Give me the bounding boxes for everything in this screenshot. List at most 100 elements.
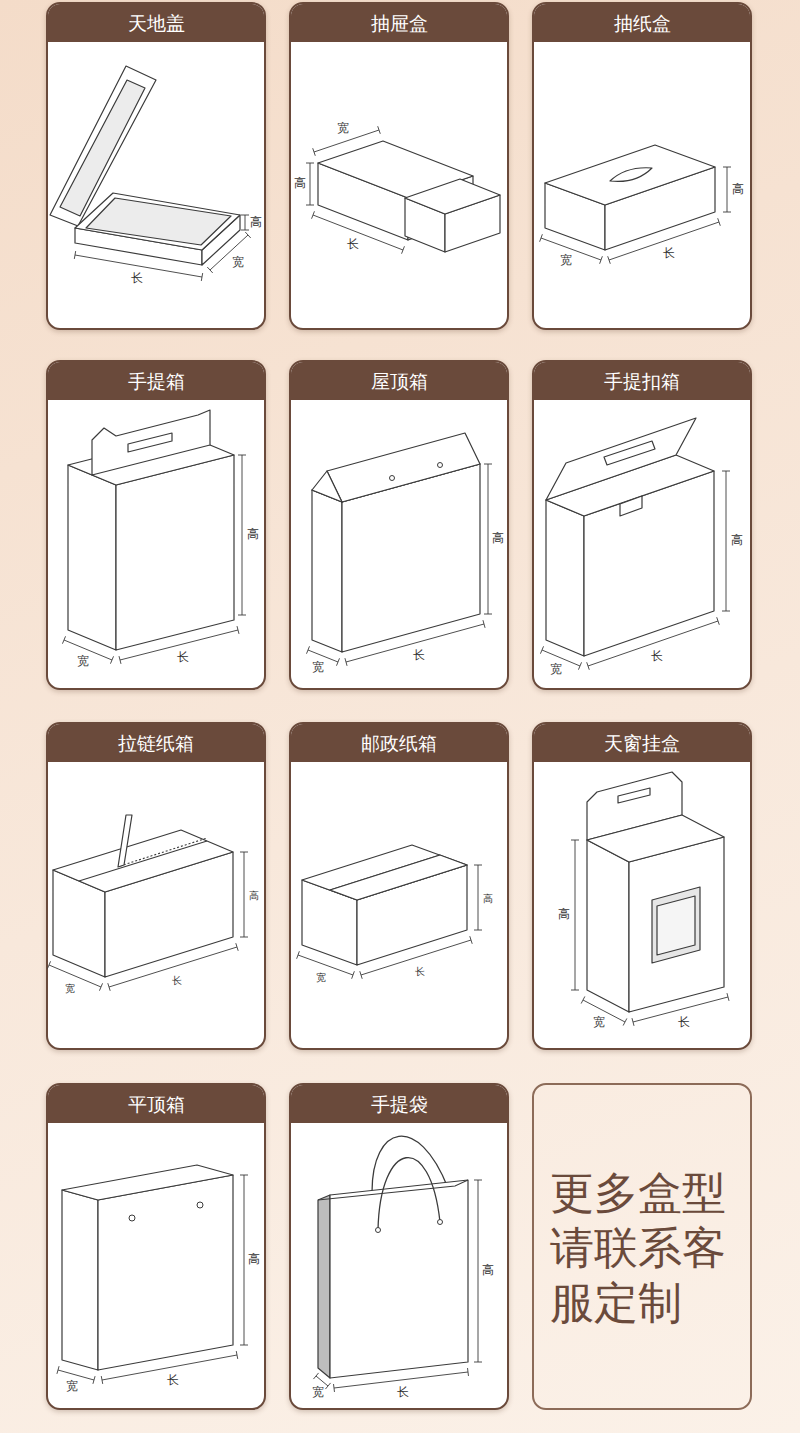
dimension-stroke: [583, 1000, 625, 1022]
box-top: [53, 830, 233, 892]
dimension-label: 高: [250, 216, 262, 229]
dimension-stroke: [727, 167, 728, 212]
dimension-label: 高: [492, 532, 504, 545]
box-type-card: 手提袋高宽长: [289, 1083, 509, 1410]
box-front: [629, 837, 724, 1012]
dimension-tick: [57, 1366, 59, 1374]
box-side: [405, 198, 445, 252]
dimension-line: [360, 936, 472, 979]
dimension-tick: [237, 626, 239, 634]
dimension-tick: [238, 615, 246, 616]
tray-inside: [86, 198, 231, 245]
dimension-line: [57, 1366, 95, 1384]
dimension-tick: [540, 234, 543, 242]
dimension-tick: [119, 656, 121, 664]
dimension-tick: [581, 996, 585, 1003]
dimension-stroke: [120, 630, 238, 660]
dimension-tick: [93, 1376, 95, 1384]
dimension-tick: [352, 971, 355, 979]
dimension-line: [474, 1180, 482, 1362]
dimension-tick: [306, 163, 314, 164]
dimension-tick: [484, 614, 492, 615]
dimension-line: [240, 1175, 248, 1345]
dimension-tick: [313, 148, 316, 156]
dimension-stroke: [310, 163, 311, 205]
dimension-tick: [345, 658, 347, 666]
hole: [376, 1228, 381, 1233]
box-type-card: 平顶箱高宽长: [46, 1083, 266, 1410]
handle-panel: [92, 410, 210, 475]
dimension-label: 高: [248, 1253, 260, 1266]
dimension-line: [313, 126, 381, 156]
dimension-label: 高: [482, 1264, 494, 1277]
dimension-tick: [74, 251, 75, 259]
dimension-tick: [722, 611, 730, 612]
bag-handle-back: [372, 1136, 448, 1192]
dimension-tick: [306, 205, 314, 206]
dimension-stroke: [64, 640, 112, 660]
dimension-tick: [632, 1018, 634, 1026]
dimension-stroke: [346, 624, 484, 662]
dimension-tick: [101, 1376, 102, 1384]
box-top: [75, 193, 240, 250]
lock-tab: [620, 496, 642, 516]
dimension-stroke: [109, 947, 237, 987]
box-side: [546, 500, 584, 656]
dimension-line: [101, 1351, 237, 1384]
dimension-tick: [236, 1351, 237, 1359]
dimension-tick: [623, 1018, 627, 1025]
box-type-title: 手提袋: [291, 1085, 507, 1123]
dimension-line: [474, 865, 482, 930]
box-top: [587, 815, 724, 862]
box-side: [545, 183, 605, 250]
bag-gusset: [318, 1195, 330, 1378]
dimension-tick: [307, 646, 310, 653]
top-seam: [79, 841, 207, 881]
box-side: [587, 840, 629, 1012]
hang-tab: [587, 772, 682, 840]
dimension-line: [47, 961, 102, 990]
dimension-stroke: [298, 955, 353, 975]
dimension-stroke: [334, 1372, 468, 1388]
box-type-card: 天地盖高长宽: [46, 2, 266, 330]
dimension-tick: [483, 620, 485, 628]
dimension-line: [723, 167, 731, 212]
dimension-line: [334, 1368, 469, 1392]
dimension-stroke: [633, 997, 728, 1022]
dimension-label: 长: [167, 1374, 179, 1387]
dimension-stroke: [58, 1370, 94, 1380]
dimension-line: [119, 626, 239, 664]
lid-flap: [330, 855, 467, 900]
dimension-line: [571, 840, 579, 990]
dimension-stroke: [726, 471, 727, 611]
dimension-line: [540, 646, 581, 669]
dimension-tick: [470, 936, 472, 944]
dimension-tick: [241, 230, 249, 231]
box-front: [605, 167, 715, 250]
box-type-title: 邮政纸箱: [291, 724, 507, 762]
box-front: [408, 176, 473, 240]
hole: [438, 1220, 443, 1225]
dimension-stroke: [242, 455, 243, 615]
dimension-label: 高: [558, 908, 570, 921]
dimension-tick: [718, 218, 721, 226]
dimension-label: 长: [397, 1386, 409, 1399]
box-front: [105, 852, 233, 977]
dimension-line: [297, 951, 355, 979]
dimension-stroke: [488, 464, 489, 614]
dimension-tick: [245, 232, 250, 238]
dimension-line: [608, 218, 721, 264]
dimension-stroke: [361, 940, 471, 975]
dimension-label: 宽: [316, 972, 326, 983]
dimension-line: [312, 211, 405, 253]
dimension-stroke: [542, 650, 580, 666]
dimension-tick: [474, 1180, 482, 1181]
box-type-title: 屋顶箱: [291, 362, 507, 400]
dimension-tick: [240, 852, 248, 853]
box-type-title: 手提箱: [48, 362, 264, 400]
dimension-line: [240, 852, 248, 937]
dimension-tick: [727, 993, 729, 1001]
dimension-label: 长: [415, 965, 425, 976]
dimension-stroke: [308, 650, 338, 662]
lid: [50, 66, 156, 226]
